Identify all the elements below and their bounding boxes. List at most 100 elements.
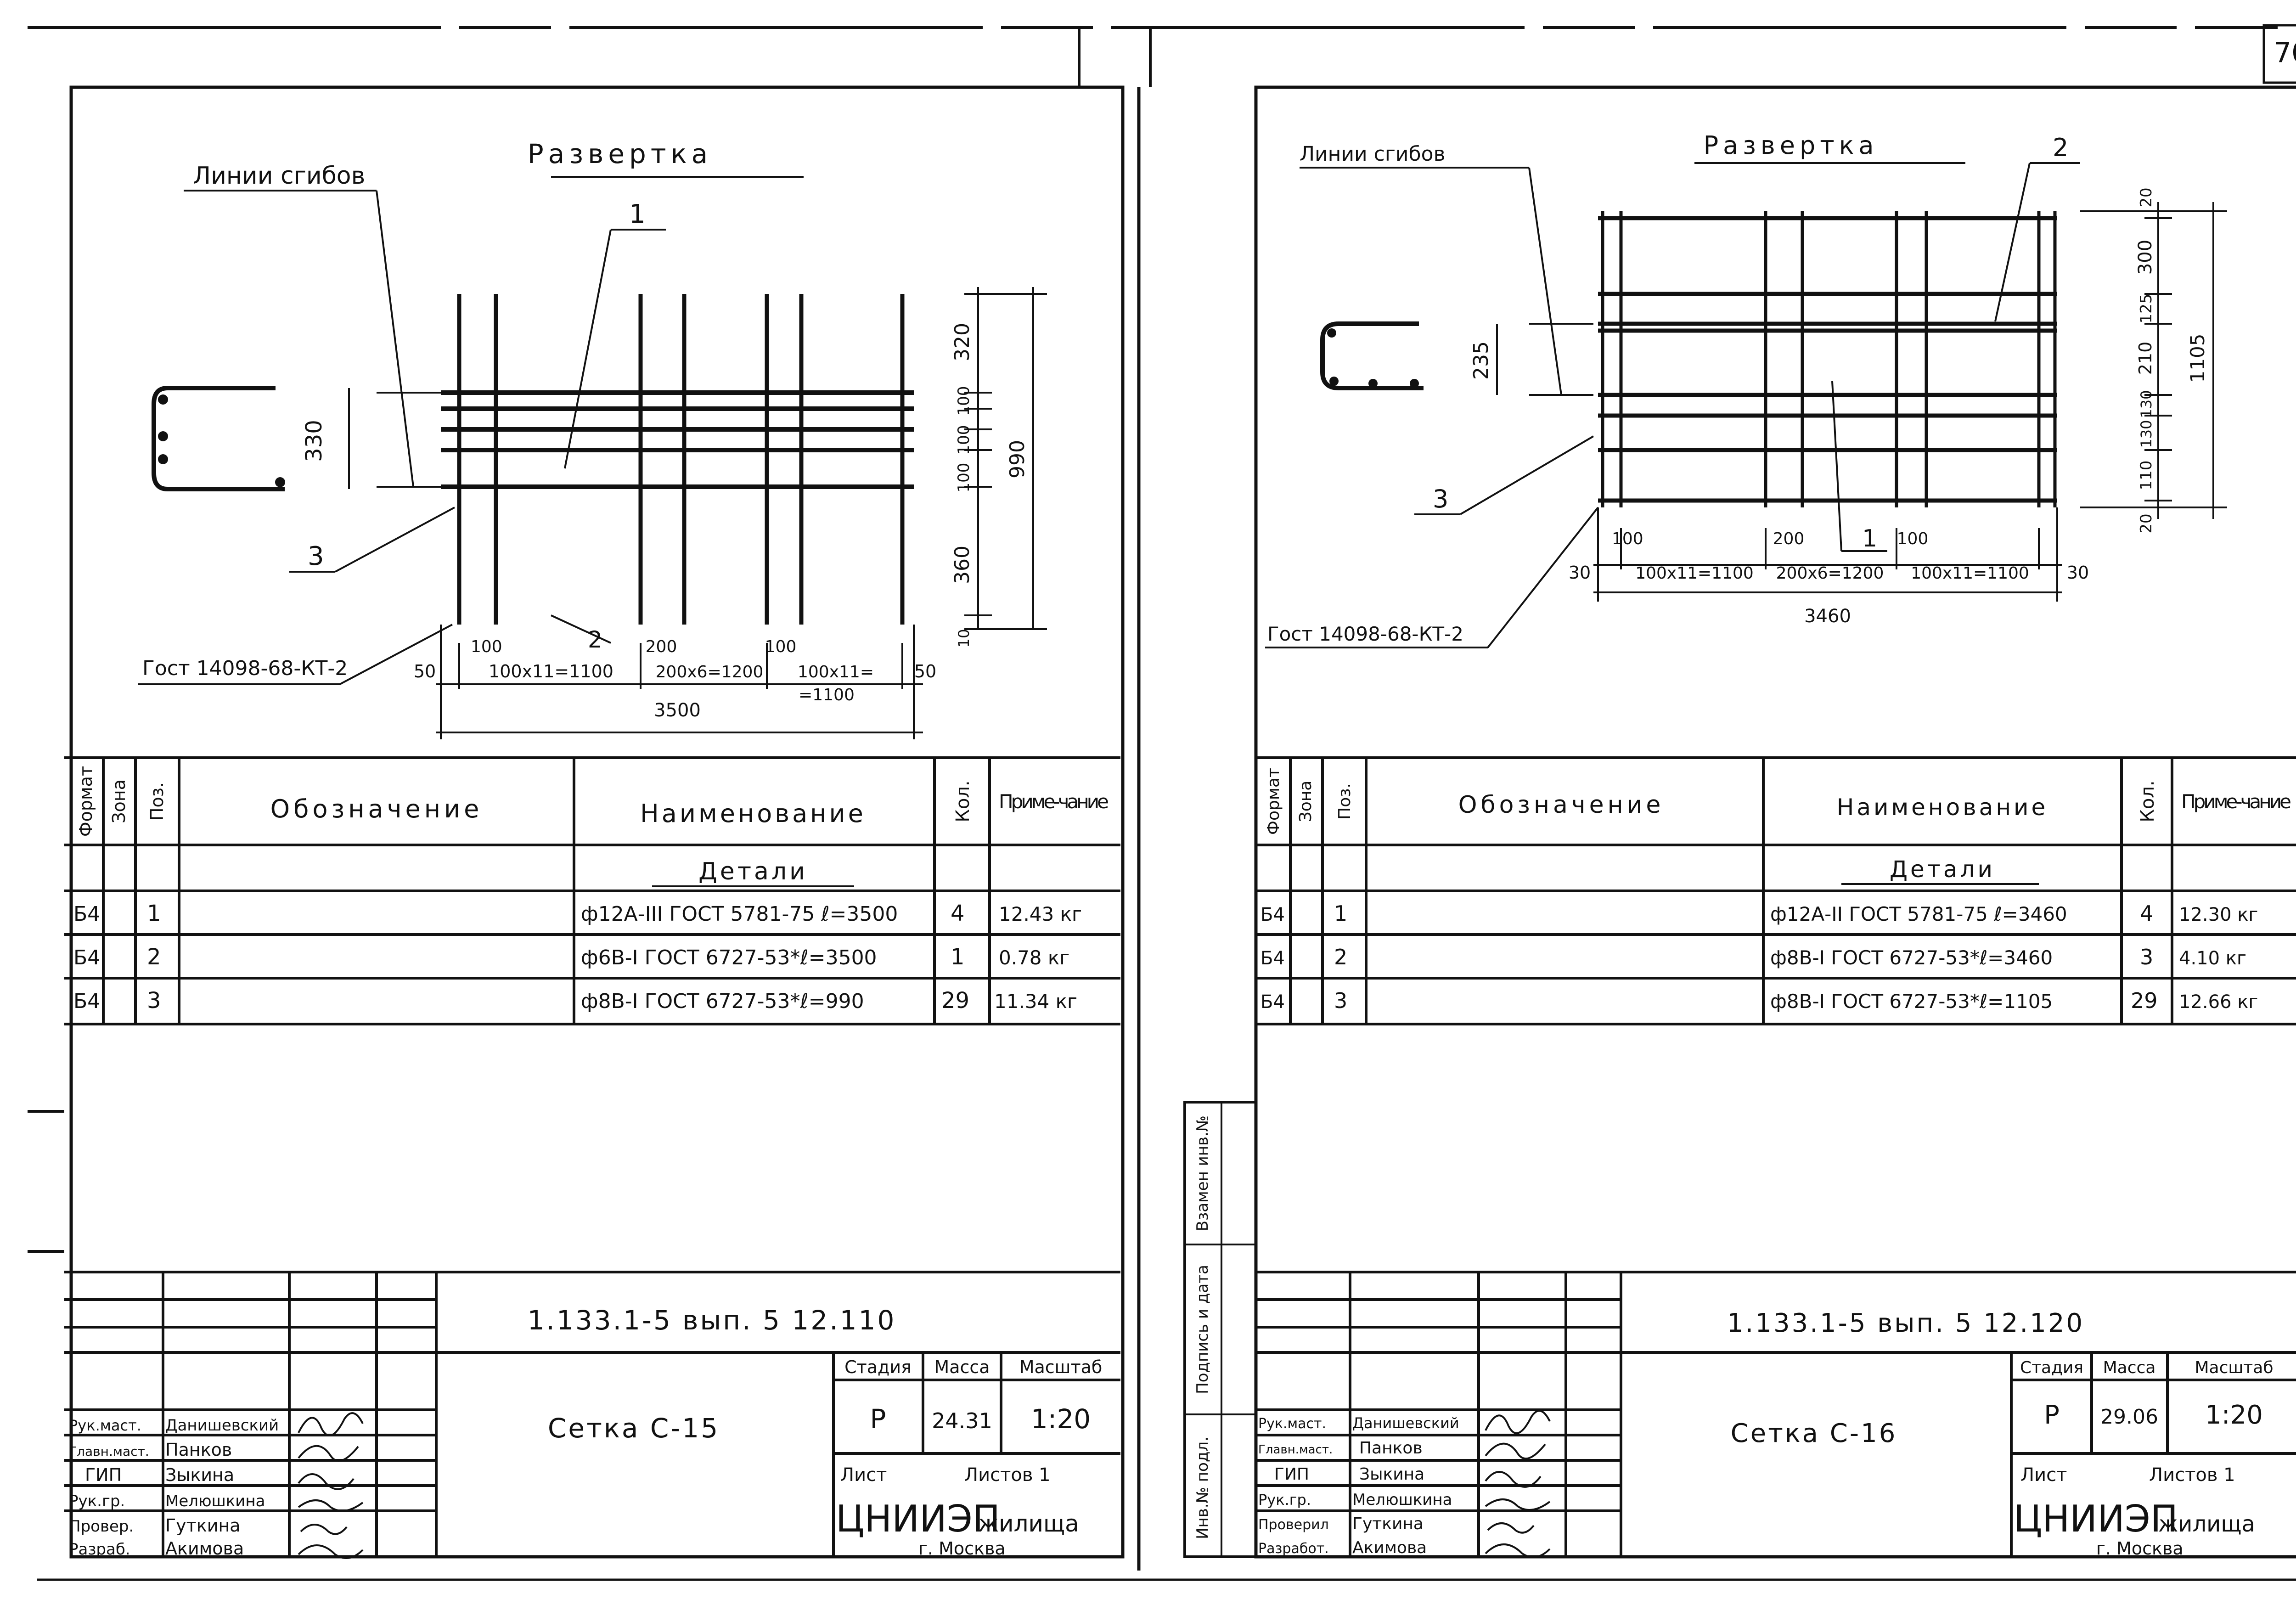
sheet-2-sheet-label: Лист bbox=[2020, 1464, 2067, 1486]
row-note: 11.34 кг bbox=[994, 990, 1077, 1013]
row-qty: 3 bbox=[2140, 945, 2153, 969]
signature bbox=[1487, 1522, 1535, 1534]
row-qty: 29 bbox=[2131, 988, 2158, 1013]
dim-ticks bbox=[964, 293, 1047, 630]
person-role: Проверил bbox=[1258, 1517, 1329, 1533]
person-name: Акимова bbox=[1352, 1538, 1427, 1557]
sheet-1-dim-3500: 3500 bbox=[654, 700, 701, 721]
person-role: Главн.маст. bbox=[69, 1444, 149, 1459]
sheet-2-org-city: г. Москва bbox=[2096, 1538, 2183, 1559]
sheet-1-dim-100b: 100 bbox=[955, 425, 973, 455]
sheet-2-row-3: Б4 3 ф8В-I ГОСТ 6727-53*ℓ=1105 29 12.66 … bbox=[1261, 988, 2258, 1013]
sheet-2: Развертка Линии сгибов 235 bbox=[1254, 85, 2296, 1559]
sheet-1-dim-1100-left: 100x11=1100 bbox=[489, 661, 613, 681]
sheet-2-dim-210: 210 bbox=[2135, 342, 2155, 375]
sheet-1-signatures bbox=[298, 1412, 364, 1559]
person-name: Зыкина bbox=[165, 1465, 234, 1485]
signature bbox=[1485, 1498, 1551, 1511]
sheet-1: Развертка Линии сгибов 330 bbox=[28, 85, 1125, 1559]
sheet-1-longitudinal-bars bbox=[441, 390, 914, 489]
sheet-1-dim-100-right: 100 bbox=[765, 637, 797, 656]
sheet-2-longitudinal-bars bbox=[1598, 216, 2057, 503]
signature bbox=[298, 1445, 359, 1462]
sheet-2-doc-code: 1.133.1-5 вып. 5 12.120 bbox=[1727, 1308, 2084, 1338]
sheet-1-frame bbox=[69, 85, 1125, 1559]
sheet-1-row-1: Б4 1 ф12А-III ГОСТ 5781-75 ℓ=3500 4 12.4… bbox=[73, 901, 1082, 926]
sheet-2-bend-lines-label: Линии сгибов bbox=[1300, 142, 1446, 166]
person-name: Зыкина bbox=[1359, 1465, 1424, 1484]
row-qty: 4 bbox=[2140, 901, 2153, 926]
sheet-1-row-2: Б4 2 ф6В-I ГОСТ 6727-53*ℓ=3500 1 0.78 кг bbox=[73, 944, 1069, 970]
person-name: Данишевский bbox=[1352, 1414, 1459, 1432]
person-name: Акимова bbox=[165, 1538, 244, 1559]
sheet-1-bend-dim: 330 bbox=[301, 420, 327, 462]
sheet-2-col-pos: Поз. bbox=[1335, 783, 1354, 820]
sheet-2-dim-300: 300 bbox=[2135, 240, 2156, 275]
sheet-1-stage-header: Стадия bbox=[844, 1357, 912, 1377]
person-name: Мелюшкина bbox=[1352, 1491, 1452, 1509]
page-number-box bbox=[2262, 24, 2296, 84]
sheet-2-dim-200: 200 bbox=[1773, 529, 1805, 548]
sheet-2-dim-20-top: 20 bbox=[2137, 187, 2155, 207]
row-note: 12.43 кг bbox=[999, 903, 1082, 925]
bar-dot bbox=[158, 394, 168, 405]
sheet-1-section-title: Детали bbox=[698, 858, 808, 885]
sheet-2-dev-title: Развертка bbox=[1704, 131, 1879, 160]
person-role: Рук.гр. bbox=[1258, 1491, 1311, 1509]
person-role: Главн.маст. bbox=[1258, 1443, 1333, 1457]
dim-ticks bbox=[2080, 210, 2227, 508]
row-pos: 3 bbox=[147, 988, 161, 1014]
sheet-1-dim-100a: 100 bbox=[955, 386, 973, 416]
sheet-2-frame bbox=[1254, 85, 2296, 1559]
side-stamp-sign: Подпись и дата bbox=[1193, 1265, 1212, 1394]
sheet-1-col-note: Приме-чание bbox=[999, 790, 1109, 813]
sheet-1-mass: 24.31 bbox=[932, 1408, 992, 1433]
sheet-1-dim-100c: 100 bbox=[955, 463, 973, 493]
row-qty: 1 bbox=[951, 944, 965, 970]
sheet-1-dim-50-right: 50 bbox=[914, 661, 936, 681]
dim-ticks bbox=[1597, 507, 2058, 602]
bar-dot bbox=[158, 431, 168, 441]
signature bbox=[298, 1412, 364, 1436]
sheet-2-bend-dim: 235 bbox=[1469, 341, 1493, 380]
bar-dot bbox=[275, 477, 285, 487]
bar-dot bbox=[158, 454, 168, 464]
sheet-2-dim-1105: 1105 bbox=[2186, 334, 2209, 383]
sheet-1-dim-100-left: 100 bbox=[471, 637, 502, 656]
leader-line bbox=[1459, 435, 1594, 515]
person-role: Рук.гр. bbox=[69, 1492, 125, 1510]
sheet-2-dim-30-left: 30 bbox=[1569, 563, 1591, 583]
sheet-1-dim-200: 200 bbox=[646, 637, 677, 656]
row-pos: 1 bbox=[147, 901, 161, 926]
sheet-1-pos-2: 2 bbox=[588, 626, 602, 653]
leader-line bbox=[551, 614, 611, 644]
sheet-2-mass-header: Масса bbox=[2103, 1358, 2156, 1377]
row-name: ф12А-III ГОСТ 5781-75 ℓ=3500 bbox=[581, 902, 898, 926]
sheet-1-pos-3: 3 bbox=[308, 541, 324, 571]
row-format: Б4 bbox=[1261, 991, 1285, 1013]
sheet-1-col-format: Формат bbox=[76, 766, 96, 837]
row-pos: 3 bbox=[1334, 988, 1347, 1013]
row-format: Б4 bbox=[73, 946, 100, 969]
sheet-2-col-zone: Зона bbox=[1296, 781, 1315, 822]
sheet-1-dim-1200: 200x6=1200 bbox=[656, 663, 764, 681]
sheet-1-people: Рук.маст. Данишевский Главн.маст. Панков… bbox=[69, 1416, 279, 1559]
bar-dot bbox=[1327, 328, 1336, 338]
sheet-1-pos-1: 1 bbox=[629, 199, 646, 229]
leader-line bbox=[1487, 507, 1599, 648]
sheet-2-bent-profile bbox=[1320, 321, 1424, 390]
person-name: Панков bbox=[165, 1440, 232, 1460]
sheet-2-dim-130b: 130 bbox=[2138, 420, 2155, 448]
signature bbox=[1485, 1410, 1551, 1434]
sheet-2-signatures bbox=[1485, 1410, 1551, 1558]
bar-dot bbox=[1368, 379, 1378, 388]
person-name: Гуткина bbox=[1352, 1515, 1424, 1533]
sheet-1-org-city: г. Москва bbox=[918, 1538, 1006, 1559]
sheet-2-sheets-label: Листов 1 bbox=[2149, 1464, 2235, 1486]
row-pos: 2 bbox=[1334, 945, 1347, 969]
sheet-1-bend-lines-label: Линии сгибов bbox=[193, 162, 365, 190]
person-role: Разраб. bbox=[69, 1540, 130, 1559]
sheet-2-col-name: Наименование bbox=[1837, 794, 2048, 821]
sheet-2-col-format: Формат bbox=[1264, 768, 1283, 835]
